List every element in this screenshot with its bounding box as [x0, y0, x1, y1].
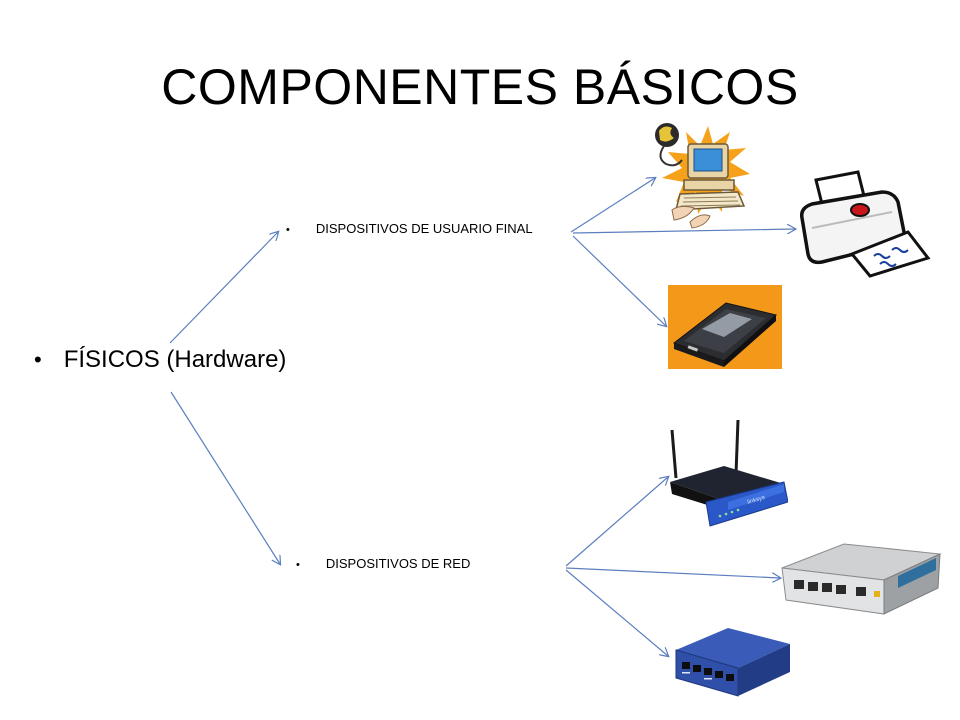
bullet-fisicos-label: FÍSICOS (Hardware)	[63, 346, 287, 373]
network-switch-icon	[675, 628, 790, 697]
scanner-icon	[668, 285, 782, 369]
bullet-network-devices: • DISPOSITIVOS DE RED	[296, 556, 470, 571]
bullet-dot: •	[34, 347, 42, 372]
bullet-dot: •	[286, 224, 290, 236]
slide-title: COMPONENTES BÁSICOS	[161, 59, 799, 115]
bullet-network-label: DISPOSITIVOS DE RED	[325, 556, 471, 571]
arrow-to-scanner	[572, 235, 666, 326]
svg-text:linksys: linksys	[747, 495, 766, 506]
bullet-end-user-devices: • DISPOSITIVOS DE USUARIO FINAL	[286, 221, 533, 236]
bullet-fisicos: • FÍSICOS (Hardware)	[34, 346, 286, 374]
wireless-router-icon: linksys	[670, 420, 788, 527]
arrow-to-computer	[570, 178, 655, 233]
printer-icon	[799, 170, 931, 278]
modem-router-icon	[781, 543, 942, 615]
bullet-end-user-label: DISPOSITIVOS DE USUARIO FINAL	[315, 221, 533, 236]
arrow-to-modem-router	[565, 567, 780, 578]
arrow-to-network	[170, 391, 280, 564]
computer-icon	[655, 123, 750, 229]
arrow-to-wireless-router	[565, 477, 668, 567]
arrow-to-printer	[572, 229, 795, 233]
arrow-to-end-user	[169, 232, 278, 344]
arrow-to-network-switch	[565, 569, 668, 656]
bullet-dot: •	[296, 559, 300, 571]
